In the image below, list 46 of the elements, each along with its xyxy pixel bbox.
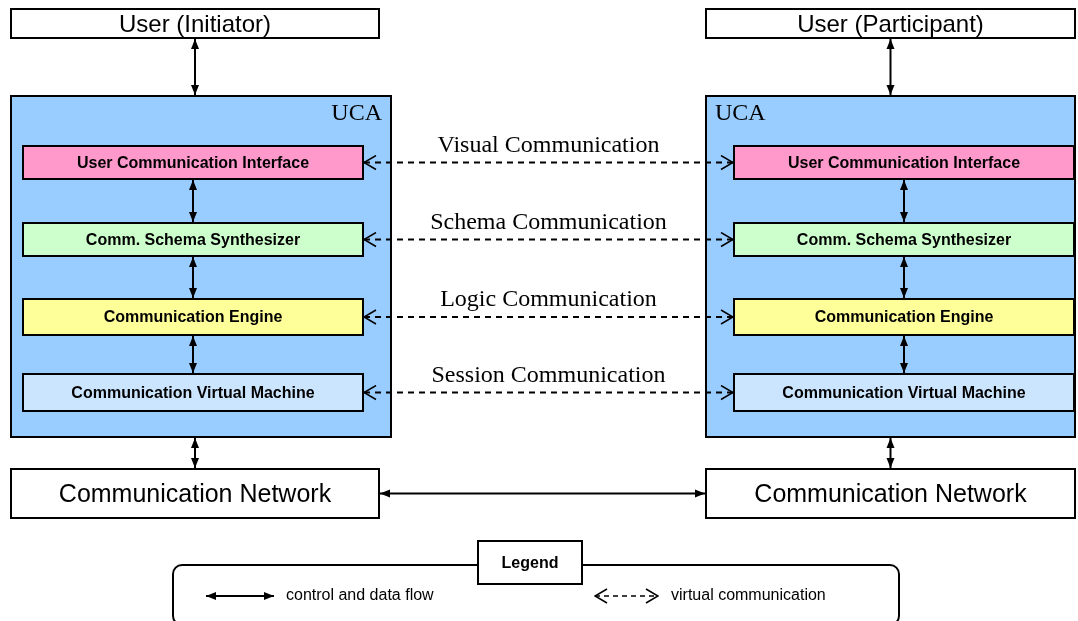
agent-container [705, 95, 1076, 438]
container-title: UCA [714, 98, 767, 127]
layer-box [22, 373, 364, 412]
arrow [886, 437, 895, 469]
dashed-arrow [363, 309, 734, 325]
arrow [900, 335, 908, 374]
box-label: Communication Virtual Machine [782, 383, 1026, 402]
container-title: UCA [330, 98, 383, 127]
layer-box [22, 222, 364, 257]
layer-box [733, 373, 1075, 412]
legend-title: Legend [477, 540, 583, 585]
dashed-arrow [363, 384, 734, 401]
layer-box [733, 145, 1075, 180]
arrow [886, 38, 895, 96]
arrow [900, 256, 908, 299]
network-box [705, 468, 1076, 519]
layer-box [733, 222, 1075, 257]
box-label: User Communication Interface [76, 153, 310, 172]
dashed-arrow [363, 231, 734, 248]
layer-box [22, 298, 364, 336]
agent-container [10, 95, 392, 438]
box-label: Communication Network [58, 479, 332, 508]
box-label: User (Participant) [797, 9, 984, 38]
box-label: Comm. Schema Synthesizer [796, 230, 1012, 249]
box-label: Comm. Schema Synthesizer [85, 230, 301, 249]
dashed-arrow [363, 154, 734, 171]
legend-text: control and data flow [286, 586, 434, 604]
user-box [10, 8, 380, 39]
layer-box [22, 145, 364, 180]
legend-text: virtual communication [671, 586, 826, 604]
arrow [189, 335, 197, 374]
box-label: Communication Network [754, 479, 1027, 508]
user-box [705, 8, 1076, 39]
box-label: User (Initiator) [119, 9, 271, 38]
box-label: Communication Engine [103, 308, 283, 326]
arrow [189, 179, 197, 223]
box-label: Communication Virtual Machine [71, 383, 315, 402]
arrow [900, 179, 908, 223]
arrow [379, 489, 706, 498]
layer-box [733, 298, 1075, 336]
arrow [191, 38, 199, 96]
arrow [189, 256, 197, 299]
network-box [10, 468, 380, 519]
arrow [191, 437, 199, 469]
box-label: Communication Engine [814, 308, 994, 326]
box-label: User Communication Interface [787, 153, 1021, 172]
